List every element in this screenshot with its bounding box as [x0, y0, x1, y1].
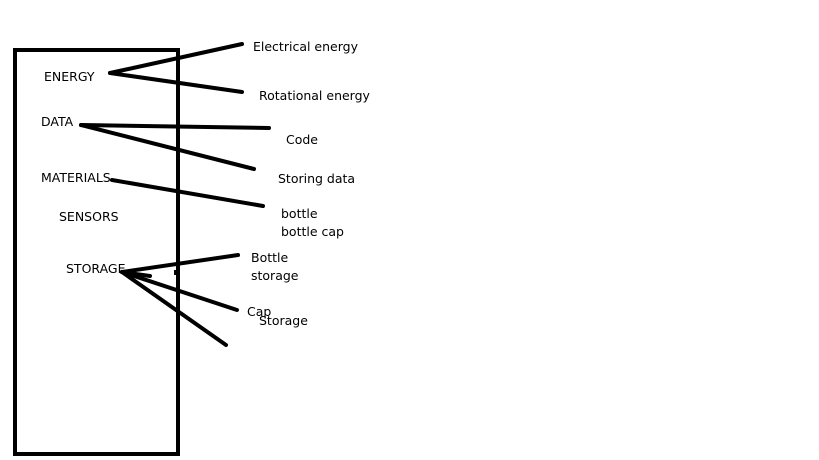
branch-code: Code [286, 132, 319, 147]
category-materials: MATERIALS [41, 170, 111, 185]
category-storage: STORAGE [66, 261, 126, 276]
line-materials-bottle [110, 178, 265, 208]
branch-bottle: bottle [281, 206, 318, 221]
branch-storing-data: Storing data [278, 171, 356, 186]
line-storage-short [120, 270, 152, 278]
line-energy-rotational [108, 71, 244, 94]
line-storage-bottle [120, 253, 240, 274]
line-data-code [79, 123, 271, 130]
branch-cap-storage: Storage [259, 313, 308, 328]
branch-bottle-storage-line2: storage [251, 268, 299, 283]
category-box [13, 48, 180, 456]
branch-bottle-cap: bottle cap [281, 224, 344, 239]
line-storage-cap [120, 270, 239, 312]
category-energy: ENERGY [44, 69, 95, 84]
line-energy-electrical [108, 42, 244, 75]
box-edge-mark [174, 270, 179, 275]
branch-cap: Cap [247, 304, 272, 319]
category-data: DATA [41, 114, 74, 129]
category-sensors: SENSORS [59, 209, 119, 224]
branch-bottle-storage-line1: Bottle [251, 250, 289, 265]
branch-electrical-energy: Electrical energy [253, 39, 358, 54]
line-data-storing [79, 123, 256, 171]
line-storage-extra [120, 270, 228, 347]
branch-rotational-energy: Rotational energy [259, 88, 370, 103]
